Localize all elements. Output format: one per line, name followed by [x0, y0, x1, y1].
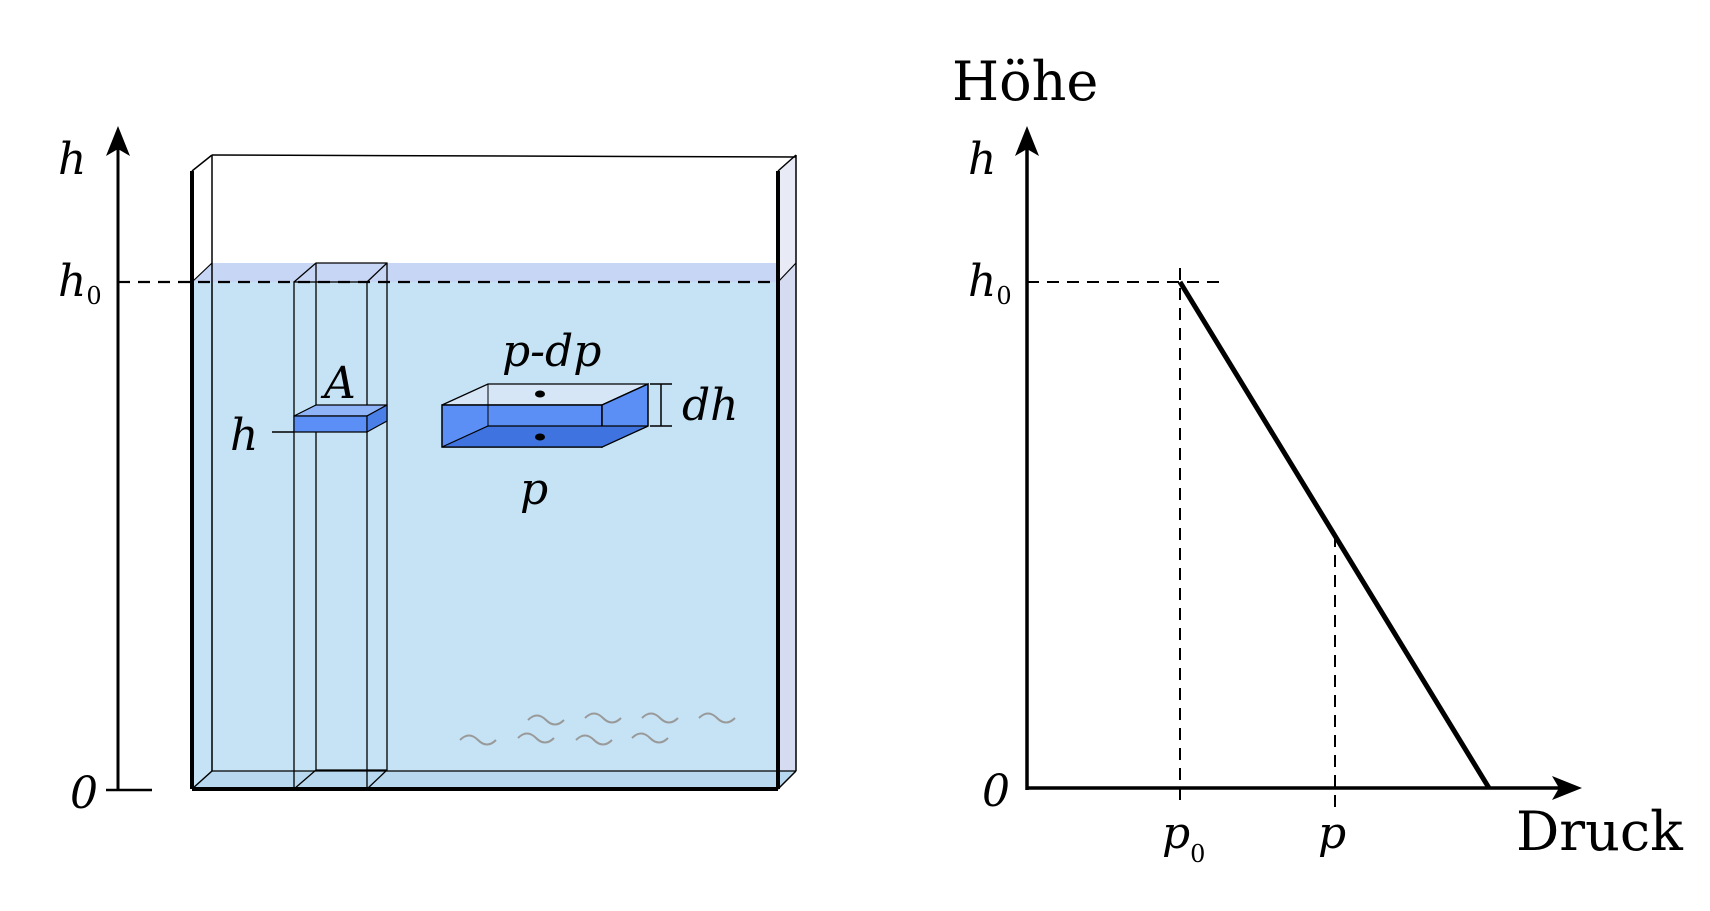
wave — [631, 732, 669, 744]
column-area-label: A — [320, 358, 356, 409]
wave — [527, 714, 565, 726]
tank-outline — [190, 154, 797, 791]
tank-right-side-water — [778, 263, 796, 789]
graph-y-zero-label: 0 — [982, 766, 1010, 817]
element-thickness-label: dh — [682, 380, 739, 431]
column-slab — [272, 403, 388, 434]
graph-x-axis-label: Druck — [1516, 800, 1684, 863]
tank-top-right-corner — [777, 154, 797, 172]
element-top-pressure-label: p-dp — [502, 326, 601, 377]
water-surface-right-edge — [777, 262, 797, 283]
element-bottom-pressure-label: p — [520, 464, 548, 515]
height-axis-label: h — [58, 134, 86, 185]
water-surface-left-edge — [191, 262, 213, 283]
wave — [698, 712, 736, 724]
tank-top-left-corner — [191, 154, 213, 172]
tank-bottom-right-corner — [777, 770, 797, 790]
graph-x-axis-arrowhead — [1552, 776, 1582, 800]
x-tick-label-p0: p0 — [1162, 808, 1205, 868]
water-column-bottom-left-edge — [293, 769, 317, 790]
tank-bottom-depth — [192, 771, 796, 789]
column-slab-front — [293, 415, 368, 433]
graph-y-axis-arrowhead — [1015, 126, 1039, 156]
water-surface — [192, 263, 796, 282]
water-body — [192, 282, 778, 789]
fluid-element-top-point — [535, 390, 545, 398]
wave — [584, 712, 622, 724]
water-level-label: h0 — [58, 256, 102, 310]
wave — [641, 712, 679, 724]
x-tick-label-p: p — [1318, 808, 1346, 859]
height-zero-label: 0 — [70, 768, 98, 819]
tank-diagram: h h0 0 — [58, 126, 797, 819]
water-waves — [459, 712, 736, 746]
fluid-element-bottom-point — [535, 433, 545, 441]
graph-y-level-label: h0 — [968, 256, 1012, 310]
graph-title: Höhe — [952, 50, 1098, 113]
pressure-line — [1177, 280, 1492, 790]
water-column-top-right-edge — [366, 262, 388, 283]
graph-y-axis-label: h — [968, 134, 996, 185]
water-column — [293, 262, 388, 790]
column-slab-side — [366, 403, 388, 434]
tank-back-top-edge — [211, 154, 797, 158]
water-column-front — [293, 281, 368, 790]
tank-bottom-left-corner — [191, 770, 213, 790]
wave — [575, 734, 613, 746]
height-axis-arrowhead — [106, 126, 130, 156]
height-axis — [106, 126, 152, 792]
fluid-element-mid-plane — [441, 425, 649, 448]
pressure-graph: Höhe h h0 0 Druck p0 p — [952, 50, 1684, 868]
column-height-label: h — [230, 410, 258, 461]
wave — [517, 732, 555, 744]
fluid-element — [441, 382, 672, 449]
wave — [459, 734, 497, 746]
